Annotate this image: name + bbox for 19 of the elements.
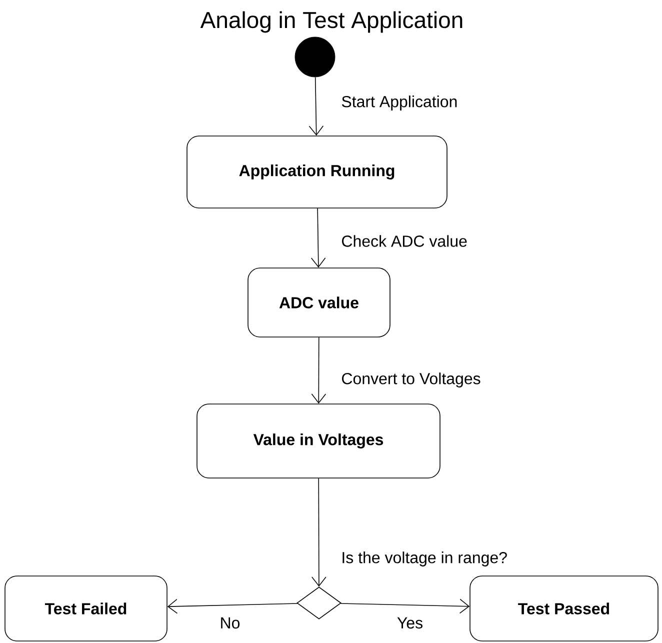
start-circle [294,36,336,78]
arrow [311,337,326,404]
edge-label: Is the voltage in range? [342,552,507,566]
edge-label: Yes [397,617,422,629]
arrow [340,598,470,614]
title: Analog in Test Application [200,11,462,33]
arrow [167,598,298,614]
edge-label: No [221,617,240,629]
state-box: Value in Voltages [196,404,440,478]
arrow [310,208,326,268]
arrow [308,76,324,136]
edge-label: Convert to Voltages [342,372,480,388]
state-box: Application Running [186,136,448,208]
edge-label: Start Application [342,96,457,110]
state-box: Test Passed [470,576,658,642]
arrow [312,478,326,587]
state-box: ADC value [248,268,390,338]
state-box: Test Failed [4,576,168,642]
edge-label: Check ADC value [342,235,467,247]
